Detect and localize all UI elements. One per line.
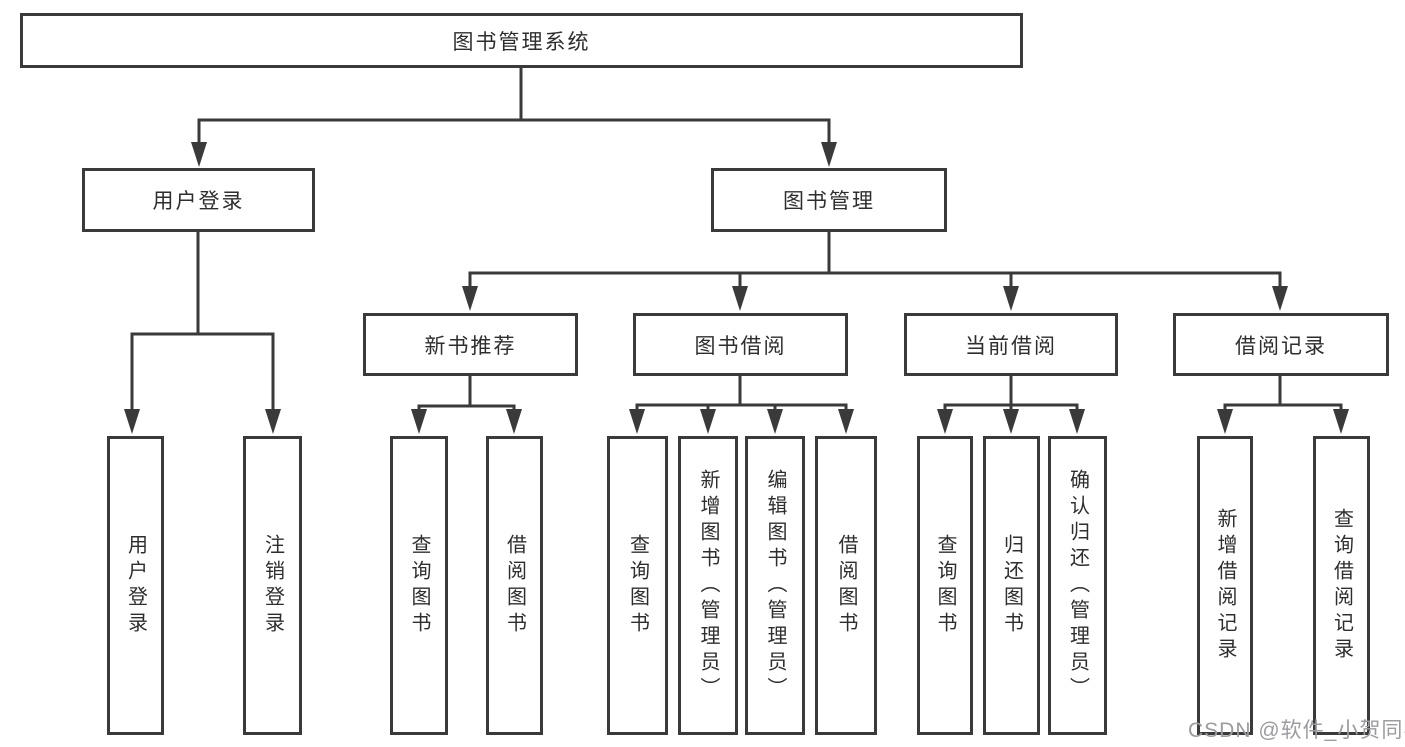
- leaf-label: 新增图书（管理员）: [697, 468, 719, 703]
- leaf-label: 借阅图书: [503, 533, 526, 638]
- node-label: 图书借阅: [694, 334, 787, 358]
- leaf-label: 查询图书: [408, 533, 430, 638]
- leaf-query-books: 查询图书: [607, 436, 668, 735]
- node-book-management: 图书管理: [711, 168, 947, 232]
- node-label: 图书管理系统: [452, 30, 591, 54]
- node-label: 当前借阅: [965, 334, 1057, 358]
- csdn-watermark: CSDN @软件_小贺同学: [1188, 719, 1405, 742]
- leaf-label: 查询图书: [934, 533, 956, 638]
- leaf-user-login: 用户登录: [107, 436, 164, 735]
- leaf-query-borrow-record: 查询借阅记录: [1313, 436, 1370, 735]
- node-label: 图书管理: [783, 190, 875, 213]
- leaf-add-books-admin: 新增图书（管理员）: [678, 436, 738, 735]
- node-new-book-recommend: 新书推荐: [363, 313, 578, 376]
- leaf-edit-books-admin: 编辑图书（管理员）: [745, 436, 805, 735]
- node-user-login: 用户登录: [82, 168, 315, 232]
- leaf-return-books: 归还图书: [983, 436, 1040, 735]
- node-library-management-system: 图书管理系统: [20, 13, 1023, 68]
- leaf-query-books: 查询图书: [390, 436, 448, 735]
- node-borrow-records: 借阅记录: [1173, 313, 1389, 376]
- node-book-borrow: 图书借阅: [633, 313, 848, 376]
- leaf-label: 查询借阅记录: [1330, 507, 1353, 664]
- leaf-label: 查询图书: [626, 533, 649, 638]
- leaf-add-borrow-record: 新增借阅记录: [1197, 436, 1253, 735]
- node-label: 新书推荐: [424, 334, 517, 358]
- leaf-query-books: 查询图书: [917, 436, 973, 735]
- leaf-borrow-books: 借阅图书: [486, 436, 543, 735]
- leaf-label: 用户登录: [124, 533, 147, 638]
- leaf-label: 新增借阅记录: [1214, 507, 1236, 664]
- leaf-label: 编辑图书（管理员）: [764, 468, 786, 703]
- leaf-label: 借阅图书: [835, 533, 857, 638]
- leaf-label: 归还图书: [1000, 533, 1023, 638]
- node-current-borrow: 当前借阅: [904, 313, 1118, 376]
- leaf-borrow-books: 借阅图书: [815, 436, 877, 735]
- leaf-confirm-return-admin: 确认归还（管理员）: [1048, 436, 1107, 735]
- leaf-logout: 注销登录: [243, 436, 302, 735]
- leaf-label: 注销登录: [261, 533, 284, 638]
- leaf-label: 确认归还（管理员）: [1066, 468, 1089, 703]
- node-label: 用户登录: [152, 190, 245, 213]
- node-label: 借阅记录: [1235, 334, 1327, 358]
